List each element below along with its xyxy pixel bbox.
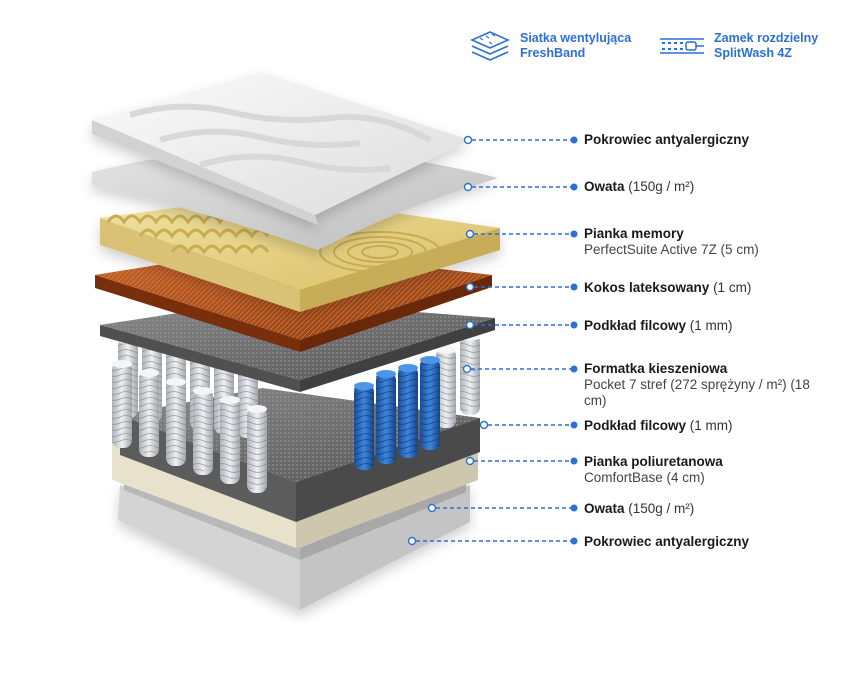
label-upper-felt: Podkład filcowy (1 mm) bbox=[584, 318, 733, 333]
spring-pocket bbox=[247, 405, 267, 493]
spring-blue bbox=[420, 356, 440, 450]
feature-splitwash: Zamek rozdzielny SplitWash 4Z bbox=[658, 31, 818, 61]
connector-start-dot bbox=[427, 503, 437, 513]
label-upper-wadding: Owata (150g / m²) bbox=[584, 179, 695, 194]
callout-connectors bbox=[407, 135, 578, 546]
feature-splitwash-line2: SplitWash 4Z bbox=[714, 46, 793, 60]
connector-end-dot bbox=[570, 283, 578, 291]
spring-blue bbox=[398, 364, 418, 458]
label-bottom-cover: Pokrowiec antyalergiczny bbox=[584, 534, 750, 549]
label-bottom-wadding: Owata (150g / m²) bbox=[584, 501, 695, 516]
spring-pocket bbox=[460, 333, 480, 415]
connector-start-dot bbox=[465, 282, 475, 292]
memory-foam-rings bbox=[319, 231, 441, 273]
connector-end-dot bbox=[570, 321, 578, 329]
ventilation-mesh-icon bbox=[470, 31, 510, 61]
spring-pocket bbox=[112, 360, 132, 448]
connector-start-dot bbox=[465, 456, 475, 466]
connector-start-dot bbox=[407, 536, 417, 546]
label-pu-foam: Pianka poliuretanowa ComfortBase (4 cm) bbox=[584, 454, 723, 485]
spring-pocket bbox=[220, 396, 240, 484]
connector-end-dot bbox=[570, 136, 578, 144]
connector-start-dot bbox=[463, 135, 473, 145]
spring-pocket bbox=[166, 378, 186, 466]
connector-end-dot bbox=[570, 504, 578, 512]
connector-end-dot bbox=[570, 230, 578, 238]
spring-pocket bbox=[436, 346, 456, 428]
label-lower-felt: Podkład filcowy (1 mm) bbox=[584, 418, 733, 433]
layer-top-cover bbox=[92, 72, 470, 225]
connector-end-dot bbox=[570, 421, 578, 429]
spring-blue bbox=[376, 370, 396, 464]
connector-end-dot bbox=[570, 457, 578, 465]
feature-freshband: Siatka wentylująca FreshBand bbox=[468, 26, 631, 66]
spring-blue bbox=[354, 382, 374, 470]
feature-splitwash-line1: Zamek rozdzielny bbox=[714, 31, 819, 45]
spring-pocket bbox=[139, 369, 159, 457]
label-top-cover: Pokrowiec antyalergiczny bbox=[584, 132, 750, 147]
feature-freshband-line2: FreshBand bbox=[520, 46, 586, 60]
connector-start-dot bbox=[465, 320, 475, 330]
label-memory-foam: Pianka memory PerfectSuite Active 7Z (5 … bbox=[584, 226, 759, 257]
connector-start-dot bbox=[463, 182, 473, 192]
label-pocket-springs: Formatka kieszeniowa Pocket 7 stref (272… bbox=[584, 361, 810, 408]
connector-end-dot bbox=[570, 537, 578, 545]
label-coconut: Kokos lateksowany (1 cm) bbox=[584, 280, 752, 295]
connector-end-dot bbox=[570, 183, 578, 191]
connector-start-dot bbox=[479, 420, 489, 430]
spring-pocket bbox=[193, 387, 213, 475]
connector-start-dot bbox=[462, 364, 472, 374]
zipper-icon bbox=[660, 38, 704, 54]
connector-end-dot bbox=[570, 365, 578, 373]
connector-start-dot bbox=[465, 229, 475, 239]
feature-freshband-line1: Siatka wentylująca bbox=[520, 31, 632, 45]
